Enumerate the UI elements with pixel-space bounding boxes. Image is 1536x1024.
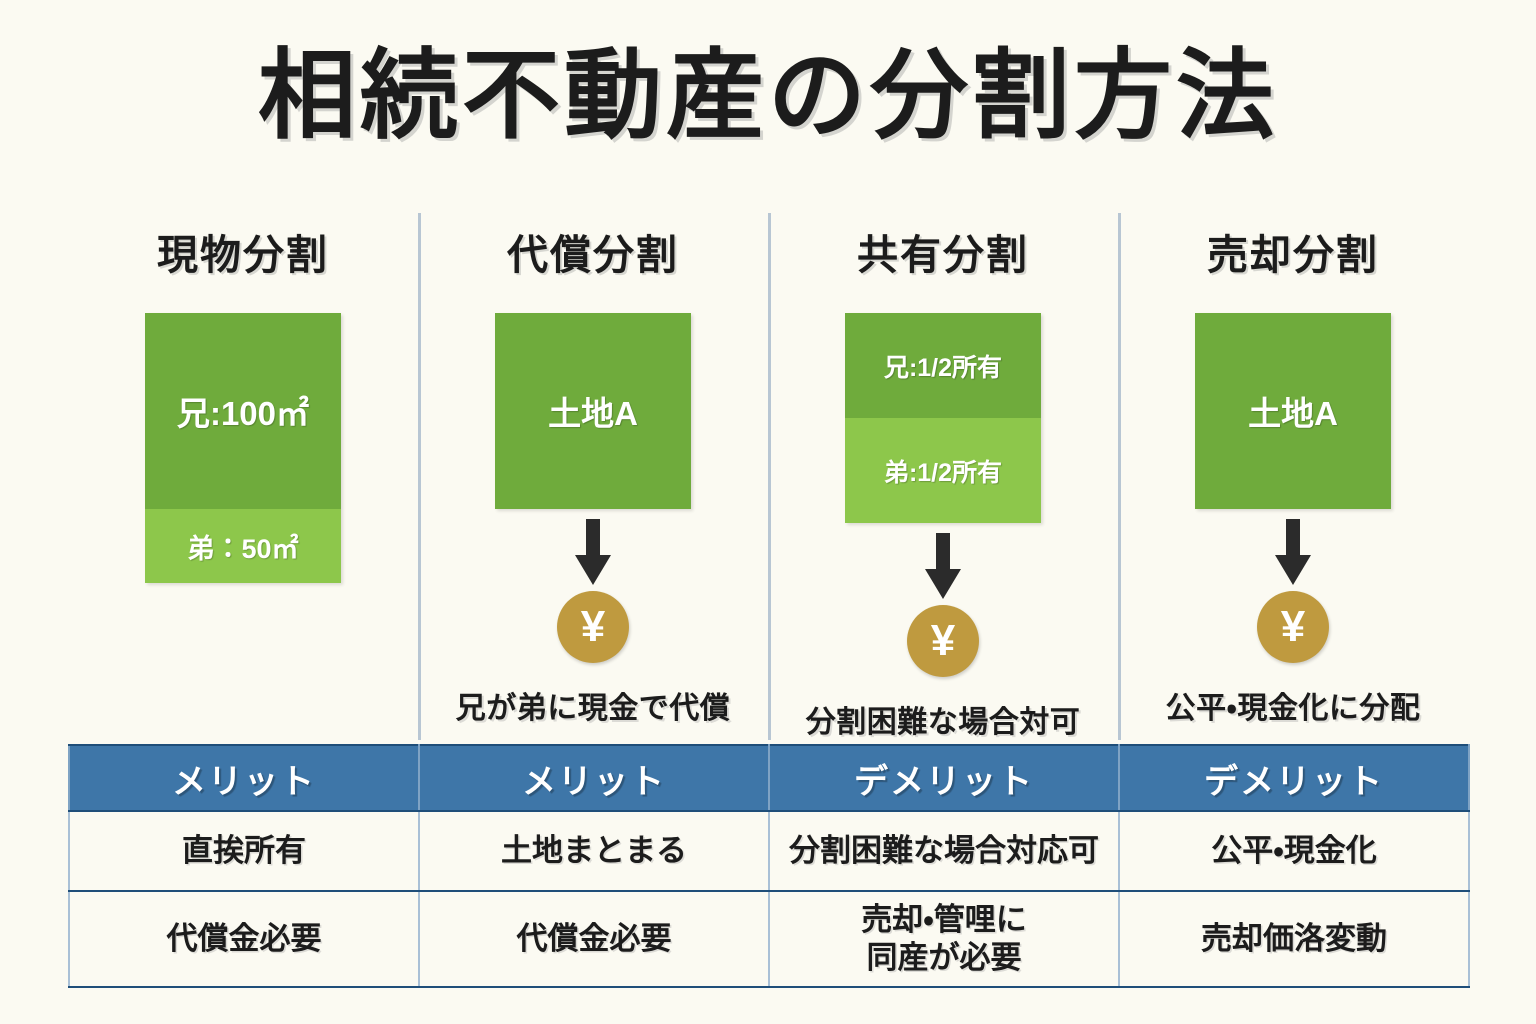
method-column-kyoyu: 共有分割 兄:1/2所有 弟:1/2所有 ¥ 分割困難な場合対可 [768, 205, 1118, 740]
down-arrow-icon [923, 533, 963, 599]
land-block: 土地A [1195, 313, 1391, 509]
table-row: 代償金必要 代償金必要 売却・管哩に 同産が必要 売却価洛変動 [68, 890, 1470, 988]
merit-demerit-table: メリット メリット デメリット デメリット 直挨所有 土地まとまる 分割困難な場… [68, 744, 1470, 988]
table-cell: 直挨所有 [68, 810, 420, 892]
land-segment-land-a: 土地A [495, 313, 691, 509]
land-segment-younger: 弟：50㎡ [145, 509, 341, 583]
cell-line: 売却価洛変動 [1201, 921, 1387, 957]
land-segment-land-a: 土地A [1195, 313, 1391, 509]
table-header-cell: メリット [68, 744, 420, 812]
cell-line: 分割困難な場合対応可 [789, 833, 1099, 869]
method-column-genbutsu: 現物分割 兄:100㎡ 弟：50㎡ [68, 205, 418, 740]
column-caption: 兄が弟に現金で代償 [455, 692, 731, 725]
land-block: 兄:1/2所有 弟:1/2所有 [845, 313, 1041, 523]
column-caption: 公平・現金化に分配 [1165, 692, 1421, 725]
column-title: 現物分割 [157, 232, 329, 278]
method-column-daisho: 代償分割 土地A ¥ 兄が弟に現金で代償 [418, 205, 768, 740]
land-diagram: 兄:100㎡ 弟：50㎡ [145, 313, 341, 583]
table-row: 直挨所有 土地まとまる 分割困難な場合対応可 公平・現金化 [68, 810, 1470, 892]
column-title: 代償分割 [507, 232, 679, 278]
column-caption: 分割困難な場合対可 [805, 706, 1081, 739]
table-header-cell: デメリット [1118, 744, 1470, 812]
land-diagram: 兄:1/2所有 弟:1/2所有 ¥ [845, 313, 1041, 677]
table-cell: 代償金必要 [68, 890, 420, 988]
cell-line: 直挨所有 [182, 833, 306, 869]
table-header-cell: メリット [418, 744, 770, 812]
land-segment-elder: 兄:1/2所有 [845, 313, 1041, 418]
table-cell: 代償金必要 [418, 890, 770, 988]
land-diagram: 土地A ¥ [1195, 313, 1391, 663]
cell-line: 売却・管哩に [861, 902, 1027, 938]
cell-line: 公平・現金化 [1211, 833, 1377, 869]
cell-line: 同産が必要 [866, 940, 1022, 975]
table-cell: 売却・管哩に 同産が必要 [768, 890, 1120, 988]
yen-coin-icon: ¥ [1257, 591, 1329, 663]
column-title: 共有分割 [857, 232, 1029, 278]
cell-line: 代償金必要 [516, 921, 672, 957]
down-arrow-icon [573, 519, 613, 585]
cell-line: 代償金必要 [166, 921, 322, 957]
page-title: 相続不動産の分割方法 [257, 40, 1278, 150]
cell-line: 土地まとまる [501, 833, 687, 869]
table-cell: 売却価洛変動 [1118, 890, 1470, 988]
table-cell: 分割困難な場合対応可 [768, 810, 1120, 892]
table-cell: 土地まとまる [418, 810, 770, 892]
table-header-row: メリット メリット デメリット デメリット [68, 744, 1470, 812]
method-columns: 現物分割 兄:100㎡ 弟：50㎡ 代償分割 土地A ¥ 兄が弟に現金で代償 [68, 205, 1468, 740]
table-header-cell: デメリット [768, 744, 1120, 812]
down-arrow-icon [1273, 519, 1313, 585]
method-column-baikyaku: 売却分割 土地A ¥ 公平・現金化に分配 [1118, 205, 1468, 740]
yen-coin-icon: ¥ [907, 605, 979, 677]
table-cell: 公平・現金化 [1118, 810, 1470, 892]
land-diagram: 土地A ¥ [495, 313, 691, 663]
column-title: 売却分割 [1207, 232, 1379, 278]
land-block: 土地A [495, 313, 691, 509]
land-segment-elder: 兄:100㎡ [145, 313, 341, 509]
land-segment-younger: 弟:1/2所有 [845, 418, 1041, 523]
land-block: 兄:100㎡ 弟：50㎡ [145, 313, 341, 583]
yen-coin-icon: ¥ [557, 591, 629, 663]
